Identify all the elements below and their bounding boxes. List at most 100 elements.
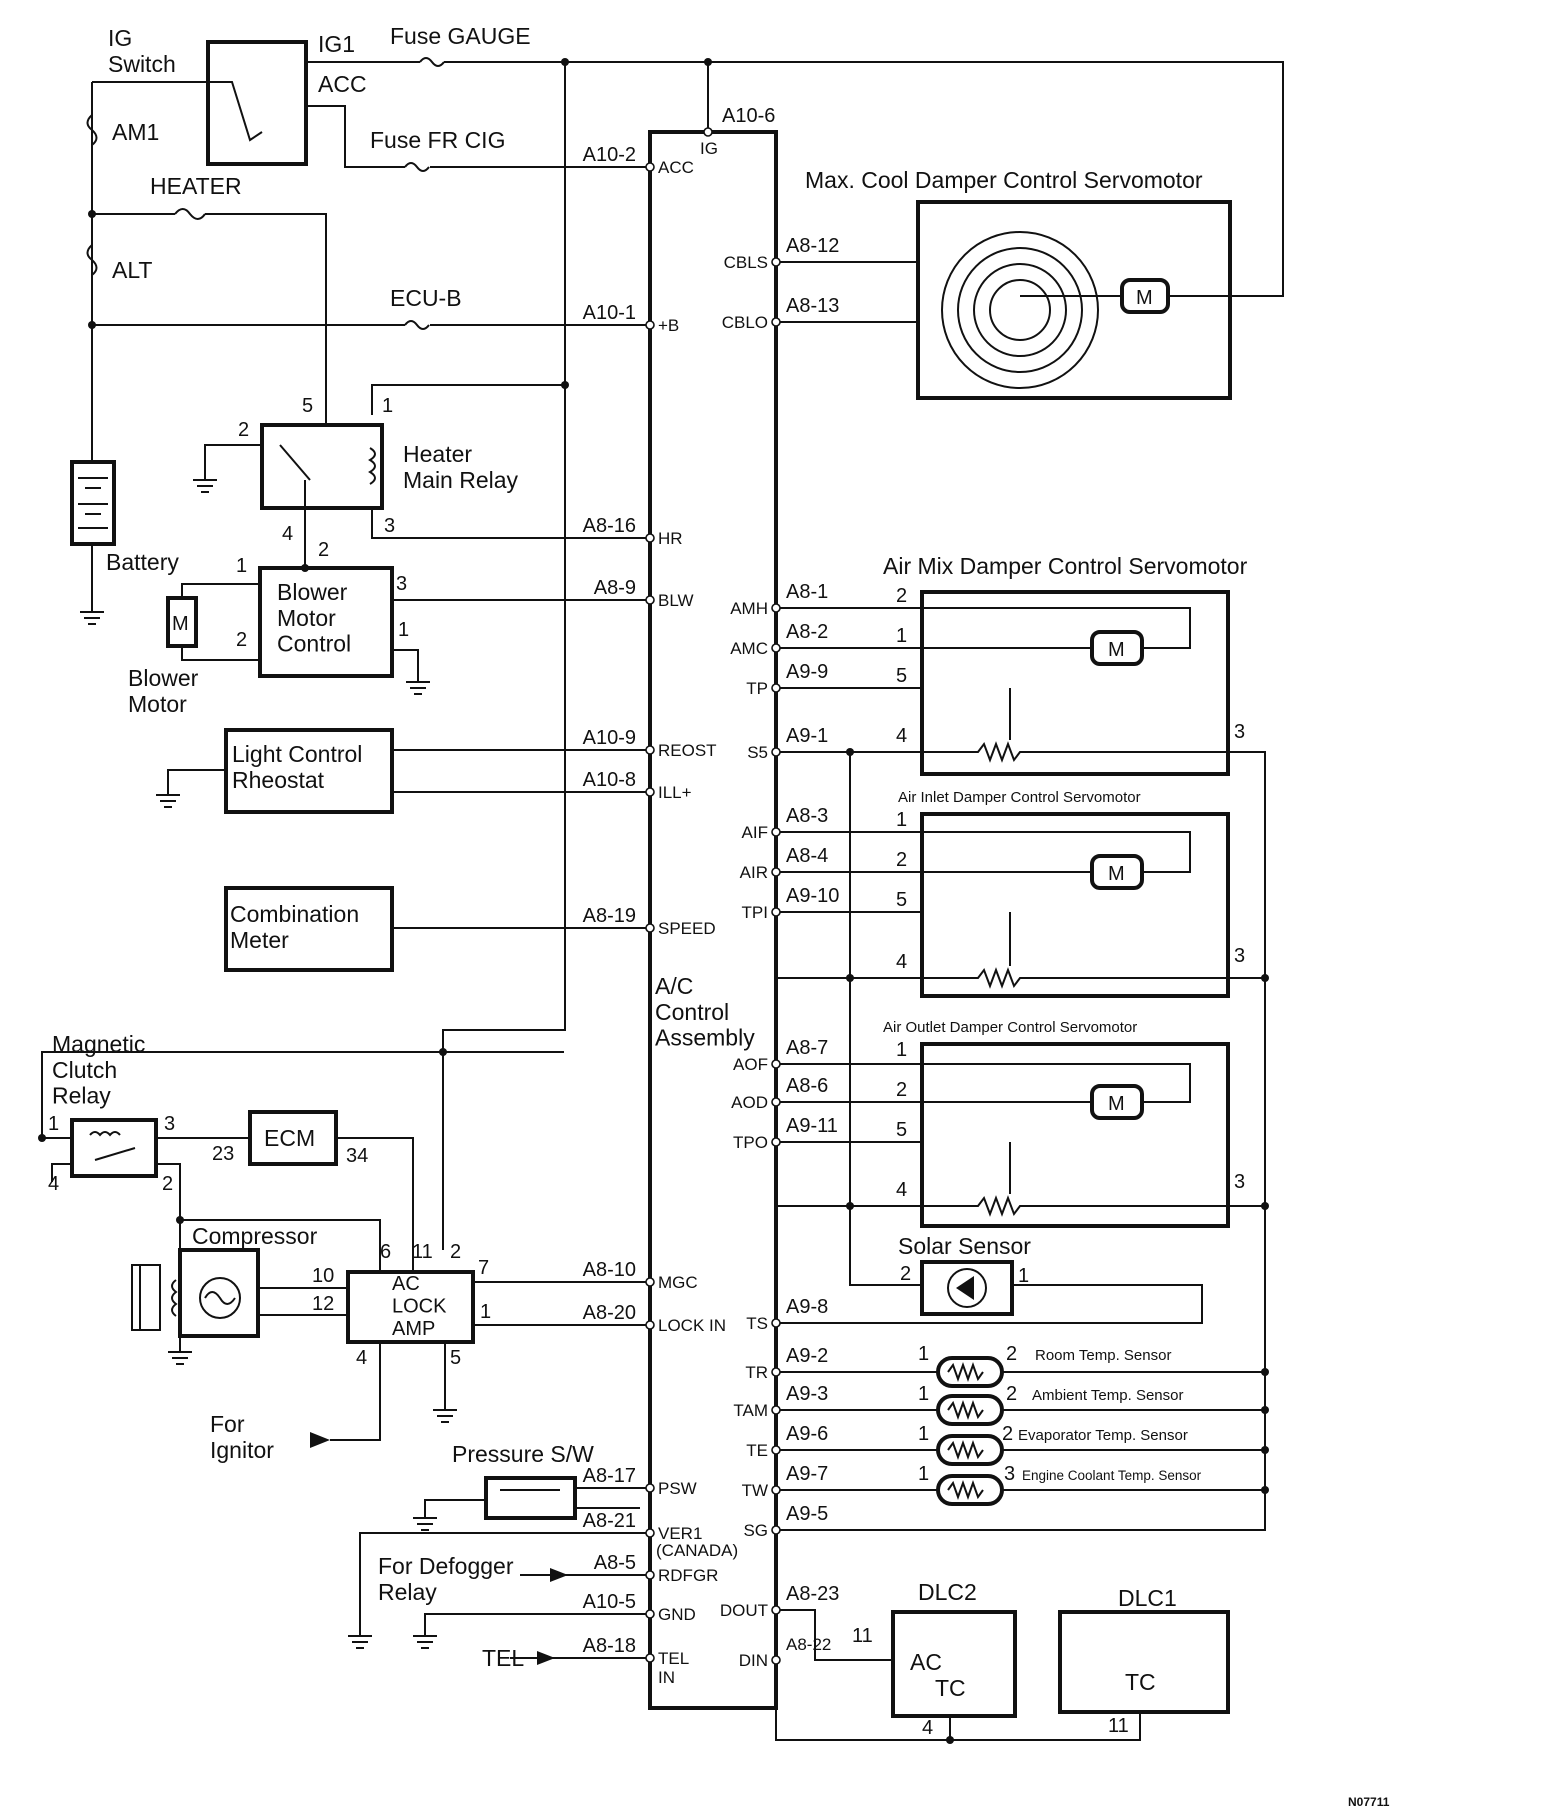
terminal-name: TR xyxy=(745,1363,768,1382)
compressor-label: Compressor xyxy=(192,1223,318,1249)
dlc1-label: DLC1 xyxy=(1118,1585,1177,1611)
pin: 2 xyxy=(238,419,249,441)
connector-code: A8-6 xyxy=(786,1075,828,1097)
terminal-name: S5 xyxy=(747,743,768,762)
pin: 1 xyxy=(918,1343,929,1365)
terminal-name: VER1 xyxy=(658,1524,702,1543)
pin: 5 xyxy=(896,1119,907,1141)
pressure-sw-label: Pressure S/W xyxy=(452,1441,594,1467)
heater-label: HEATER xyxy=(150,173,242,199)
terminal-name: IG xyxy=(700,139,718,158)
terminal-name: HR xyxy=(658,529,683,548)
acc-label: ACC xyxy=(318,71,367,97)
terminal-name: AMH xyxy=(730,599,768,618)
pin: 1 xyxy=(918,1423,929,1445)
pin: 1 xyxy=(398,619,409,641)
arrows xyxy=(310,1432,568,1665)
connector-code: A9-6 xyxy=(786,1423,828,1445)
terminal-name: LOCK IN xyxy=(658,1316,726,1335)
terminal-name: AIR xyxy=(740,863,768,882)
motor-m-inlet: M xyxy=(1108,863,1125,885)
right-connectors: A10-6IGA8-12CBLSA8-13CBLOA8-1AMHA8-2AMCA… xyxy=(700,105,839,1670)
connector-code: A9-7 xyxy=(786,1463,828,1485)
pin: 4 xyxy=(356,1347,367,1369)
pin: 1 xyxy=(480,1301,491,1323)
connector-code: A8-17 xyxy=(583,1465,636,1487)
terminal-name: DOUT xyxy=(720,1601,768,1620)
connector-code: A10-6 xyxy=(722,105,775,127)
connector-code: A8-7 xyxy=(786,1037,828,1059)
air-outlet-servo-label: Air Outlet Damper Control Servomotor xyxy=(883,1019,1137,1036)
terminal-name: BLW xyxy=(658,591,694,610)
connector-code: A9-9 xyxy=(786,661,828,683)
pin: 11 xyxy=(852,1625,873,1647)
ecu-b-label: ECU-B xyxy=(390,285,462,311)
pin: 2 xyxy=(900,1263,911,1285)
terminal-name: ACC xyxy=(658,158,694,177)
pin: 2 xyxy=(1006,1383,1017,1405)
connector-code: A9-5 xyxy=(786,1503,828,1525)
connector-code: A9-3 xyxy=(786,1383,828,1405)
connector-code: A8-2 xyxy=(786,621,828,643)
terminal-name: TP xyxy=(746,679,768,698)
connector-code: A8-3 xyxy=(786,805,828,827)
dlc2-ac-label: AC xyxy=(910,1649,942,1675)
evap-temp-label: Evaporator Temp. Sensor xyxy=(1018,1427,1188,1444)
terminal-name: SG xyxy=(743,1521,768,1540)
terminal-name: ILL+ xyxy=(658,783,692,802)
pin: 6 xyxy=(380,1241,391,1263)
solar-sensor-label: Solar Sensor xyxy=(898,1233,1031,1259)
motor-m-outlet: M xyxy=(1108,1093,1125,1115)
pin: 2 xyxy=(896,849,907,871)
pin: 1 xyxy=(48,1113,59,1135)
pin: 4 xyxy=(896,951,907,973)
connector-code: A10-1 xyxy=(583,302,636,324)
pin: 4 xyxy=(282,523,293,545)
wires xyxy=(41,61,1284,1741)
fuse-gauge-label: Fuse GAUGE xyxy=(390,23,531,49)
terminal-name: AMC xyxy=(730,639,768,658)
pin: 1 xyxy=(236,555,247,577)
pin: 4 xyxy=(896,1179,907,1201)
connector-code: A8-12 xyxy=(786,235,839,257)
pin: 10 xyxy=(312,1265,334,1287)
pin: 1 xyxy=(918,1383,929,1405)
terminal-name: AOD xyxy=(731,1093,768,1112)
dlc2-label: DLC2 xyxy=(918,1579,977,1605)
pin: 3 xyxy=(1234,945,1245,967)
pin: 2 xyxy=(162,1173,173,1195)
connector-code: A9-1 xyxy=(786,725,828,747)
terminal-name: MGC xyxy=(658,1273,698,1292)
connector-code: A8-5 xyxy=(594,1552,636,1574)
am1-label: AM1 xyxy=(112,119,159,145)
pin: 4 xyxy=(922,1717,933,1739)
pin: 5 xyxy=(896,889,907,911)
ambient-temp-label: Ambient Temp. Sensor xyxy=(1032,1387,1183,1404)
motor-icons xyxy=(1090,278,1170,1120)
connector-code: A8-9 xyxy=(594,577,636,599)
connector-code: A8-18 xyxy=(583,1635,636,1657)
connector-code: A8-16 xyxy=(583,515,636,537)
connector-code: A8-20 xyxy=(583,1302,636,1324)
pin: 3 xyxy=(1234,721,1245,743)
connector-code: A9-10 xyxy=(786,885,839,907)
terminal-name: TS xyxy=(746,1314,768,1333)
connector-code: A8-4 xyxy=(786,845,828,867)
pin: 3 xyxy=(384,515,395,537)
terminal-name: TPO xyxy=(733,1133,768,1152)
connector-code: A10-9 xyxy=(583,727,636,749)
terminal-name: TAM xyxy=(733,1401,768,1420)
terminal-name: CBLS xyxy=(724,253,768,272)
connector-code: A10-8 xyxy=(583,769,636,791)
dlc2-tc-label: TC xyxy=(935,1675,966,1701)
pin: 4 xyxy=(896,725,907,747)
